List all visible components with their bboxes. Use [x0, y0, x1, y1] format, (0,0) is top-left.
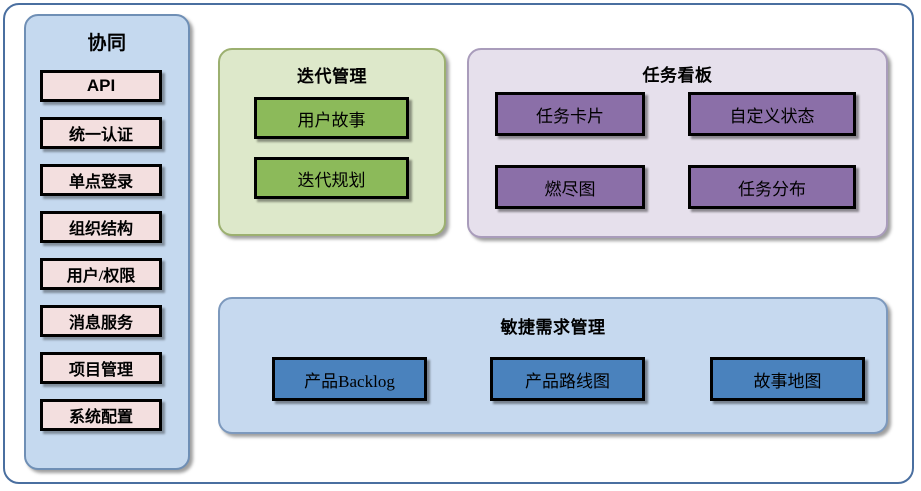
taskboard-item-custom-status[interactable]: 自定义状态 — [688, 92, 856, 136]
collab-item-message-service[interactable]: 消息服务 — [40, 305, 162, 337]
iteration-management-panel[interactable]: 迭代管理 用户故事 迭代规划 — [218, 48, 446, 236]
iteration-panel-title: 迭代管理 — [297, 67, 367, 86]
task-board-panel[interactable]: 任务看板 任务卡片 自定义状态 燃尽图 任务分布 — [467, 48, 888, 238]
collab-item-sso[interactable]: 单点登录 — [40, 164, 162, 196]
collab-item-system-config[interactable]: 系统配置 — [40, 399, 162, 431]
agile-item-story-map[interactable]: 故事地图 — [710, 357, 865, 401]
agile-panel-title: 敏捷需求管理 — [500, 318, 606, 337]
outer-frame-border — [3, 3, 914, 484]
collab-item-unified-auth[interactable]: 统一认证 — [40, 117, 162, 149]
collab-item-api[interactable]: API — [40, 70, 162, 102]
collab-item-org-structure[interactable]: 组织结构 — [40, 211, 162, 243]
collab-item-project-mgmt[interactable]: 项目管理 — [40, 352, 162, 384]
task-board-panel-title: 任务看板 — [642, 66, 713, 85]
agile-requirements-panel[interactable]: 敏捷需求管理 产品Backlog 产品路线图 故事地图 — [218, 297, 888, 434]
collab-item-user-permission[interactable]: 用户/权限 — [40, 258, 162, 290]
taskboard-item-task-card[interactable]: 任务卡片 — [495, 92, 645, 136]
agile-item-product-backlog[interactable]: 产品Backlog — [272, 357, 427, 401]
taskboard-item-task-distribution[interactable]: 任务分布 — [688, 165, 856, 209]
collaboration-panel[interactable]: 协同 API 统一认证 单点登录 组织结构 用户/权限 消息服务 项目管理 系统… — [24, 14, 190, 470]
agile-item-product-roadmap[interactable]: 产品路线图 — [490, 357, 645, 401]
collaboration-panel-title: 协同 — [87, 33, 127, 54]
iteration-item-user-story[interactable]: 用户故事 — [254, 97, 409, 139]
taskboard-item-burndown-chart[interactable]: 燃尽图 — [495, 165, 645, 209]
iteration-item-iteration-planning[interactable]: 迭代规划 — [254, 157, 409, 199]
